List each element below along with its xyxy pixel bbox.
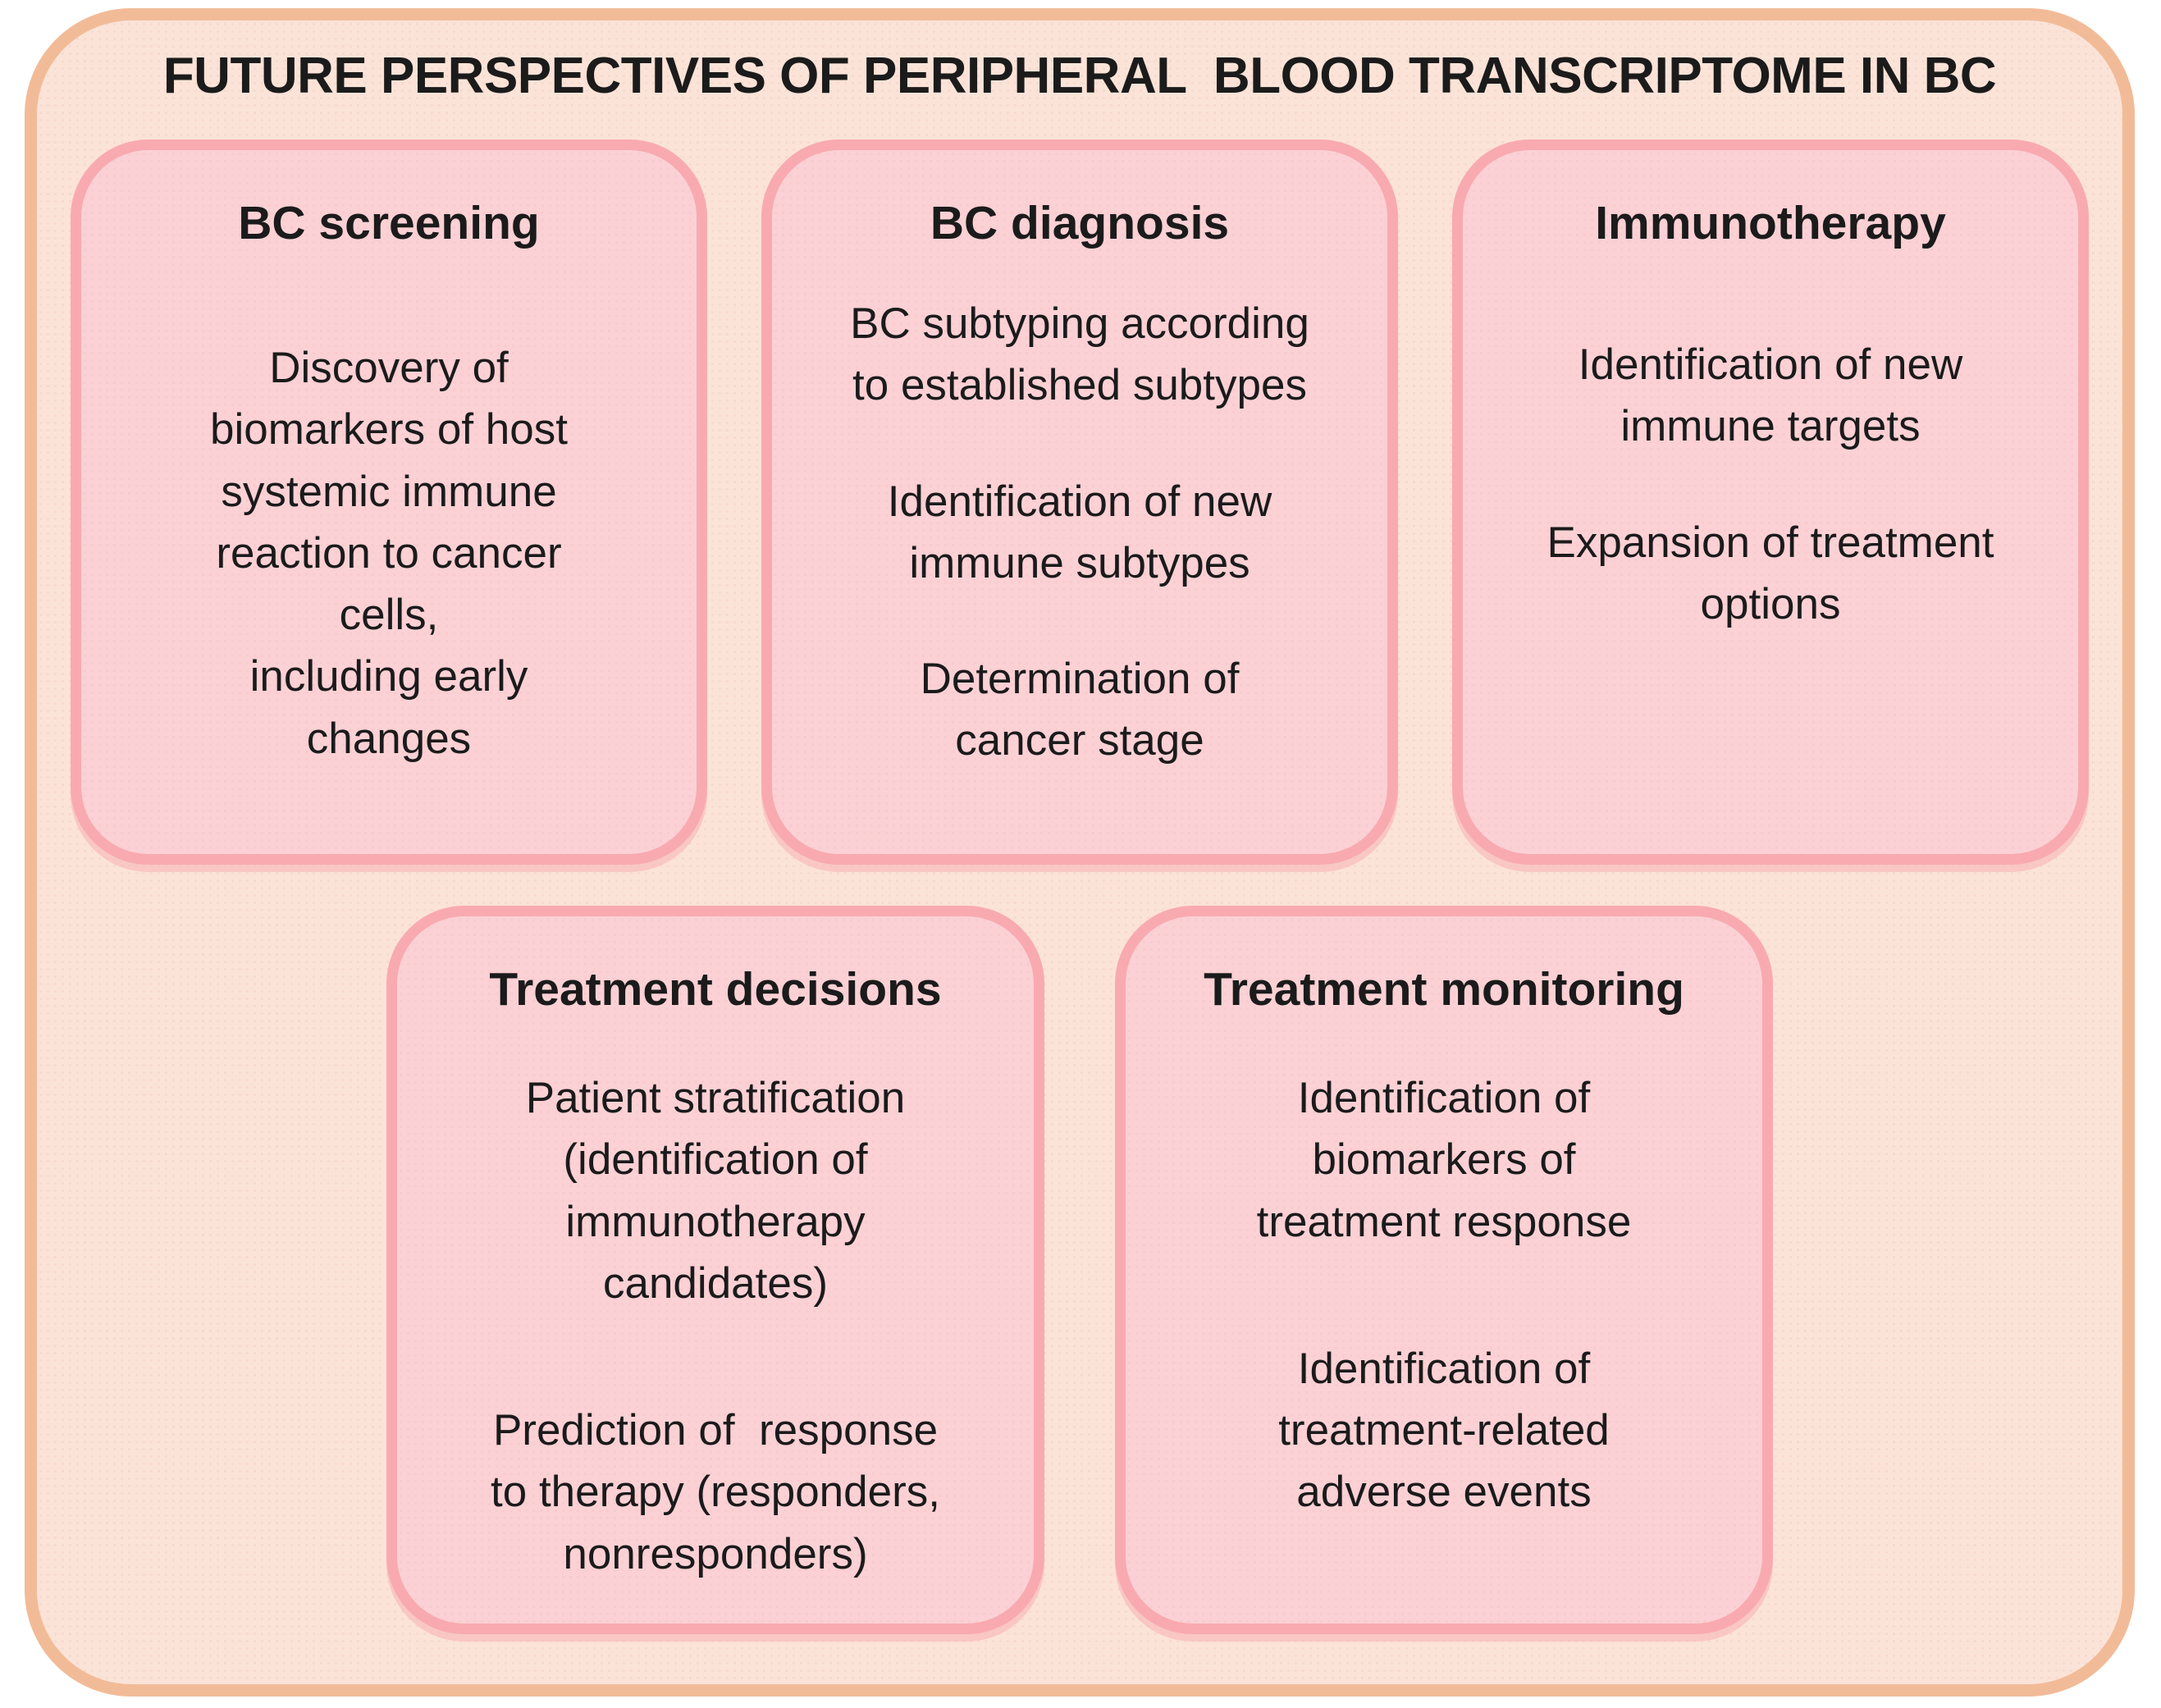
card-paragraph: Identification of new immune subtypes (887, 477, 1272, 587)
card-title-treatment-monitoring: Treatment monitoring (1204, 963, 1684, 1016)
card-title-treatment-decisions: Treatment decisions (489, 963, 942, 1016)
card-paragraph: Discovery of biomarkers of host systemic… (210, 344, 568, 763)
card-treatment-monitoring: Treatment monitoring Identification of b… (1115, 906, 1773, 1634)
panel-title: FUTURE PERSPECTIVES OF PERIPHERAL BLOOD … (162, 48, 1997, 104)
card-paragraph: Expansion of treatment options (1547, 518, 1994, 628)
card-title-immunotherapy: Immunotherapy (1595, 197, 1946, 249)
top-row: BC screening Discovery of biomarkers of … (37, 139, 2122, 865)
card-title-bc-diagnosis: BC diagnosis (930, 197, 1230, 249)
card-paragraph: BC subtyping according to established su… (850, 299, 1309, 410)
card-paragraph: Identification of new immune targets (1578, 340, 1963, 451)
card-paragraph: Determination of cancer stage (920, 655, 1240, 765)
bottom-row: Treatment decisions Patient stratificati… (37, 906, 2122, 1634)
card-bc-diagnosis: BC diagnosis BC subtyping according to e… (761, 139, 1398, 865)
card-title-bc-screening: BC screening (238, 197, 540, 249)
card-paragraph: Patient stratification (identification o… (525, 1074, 906, 1308)
future-perspectives-panel: FUTURE PERSPECTIVES OF PERIPHERAL BLOOD … (25, 8, 2135, 1697)
card-paragraph: Prediction of response to therapy (respo… (491, 1406, 940, 1578)
card-treatment-decisions: Treatment decisions Patient stratificati… (386, 906, 1044, 1634)
card-paragraph: Identification of biomarkers of treatmen… (1256, 1074, 1632, 1246)
card-bc-screening: BC screening Discovery of biomarkers of … (71, 139, 707, 865)
card-immunotherapy: Immunotherapy Identification of new immu… (1452, 139, 2089, 865)
card-paragraph: Identification of treatment-related adve… (1278, 1344, 1610, 1517)
